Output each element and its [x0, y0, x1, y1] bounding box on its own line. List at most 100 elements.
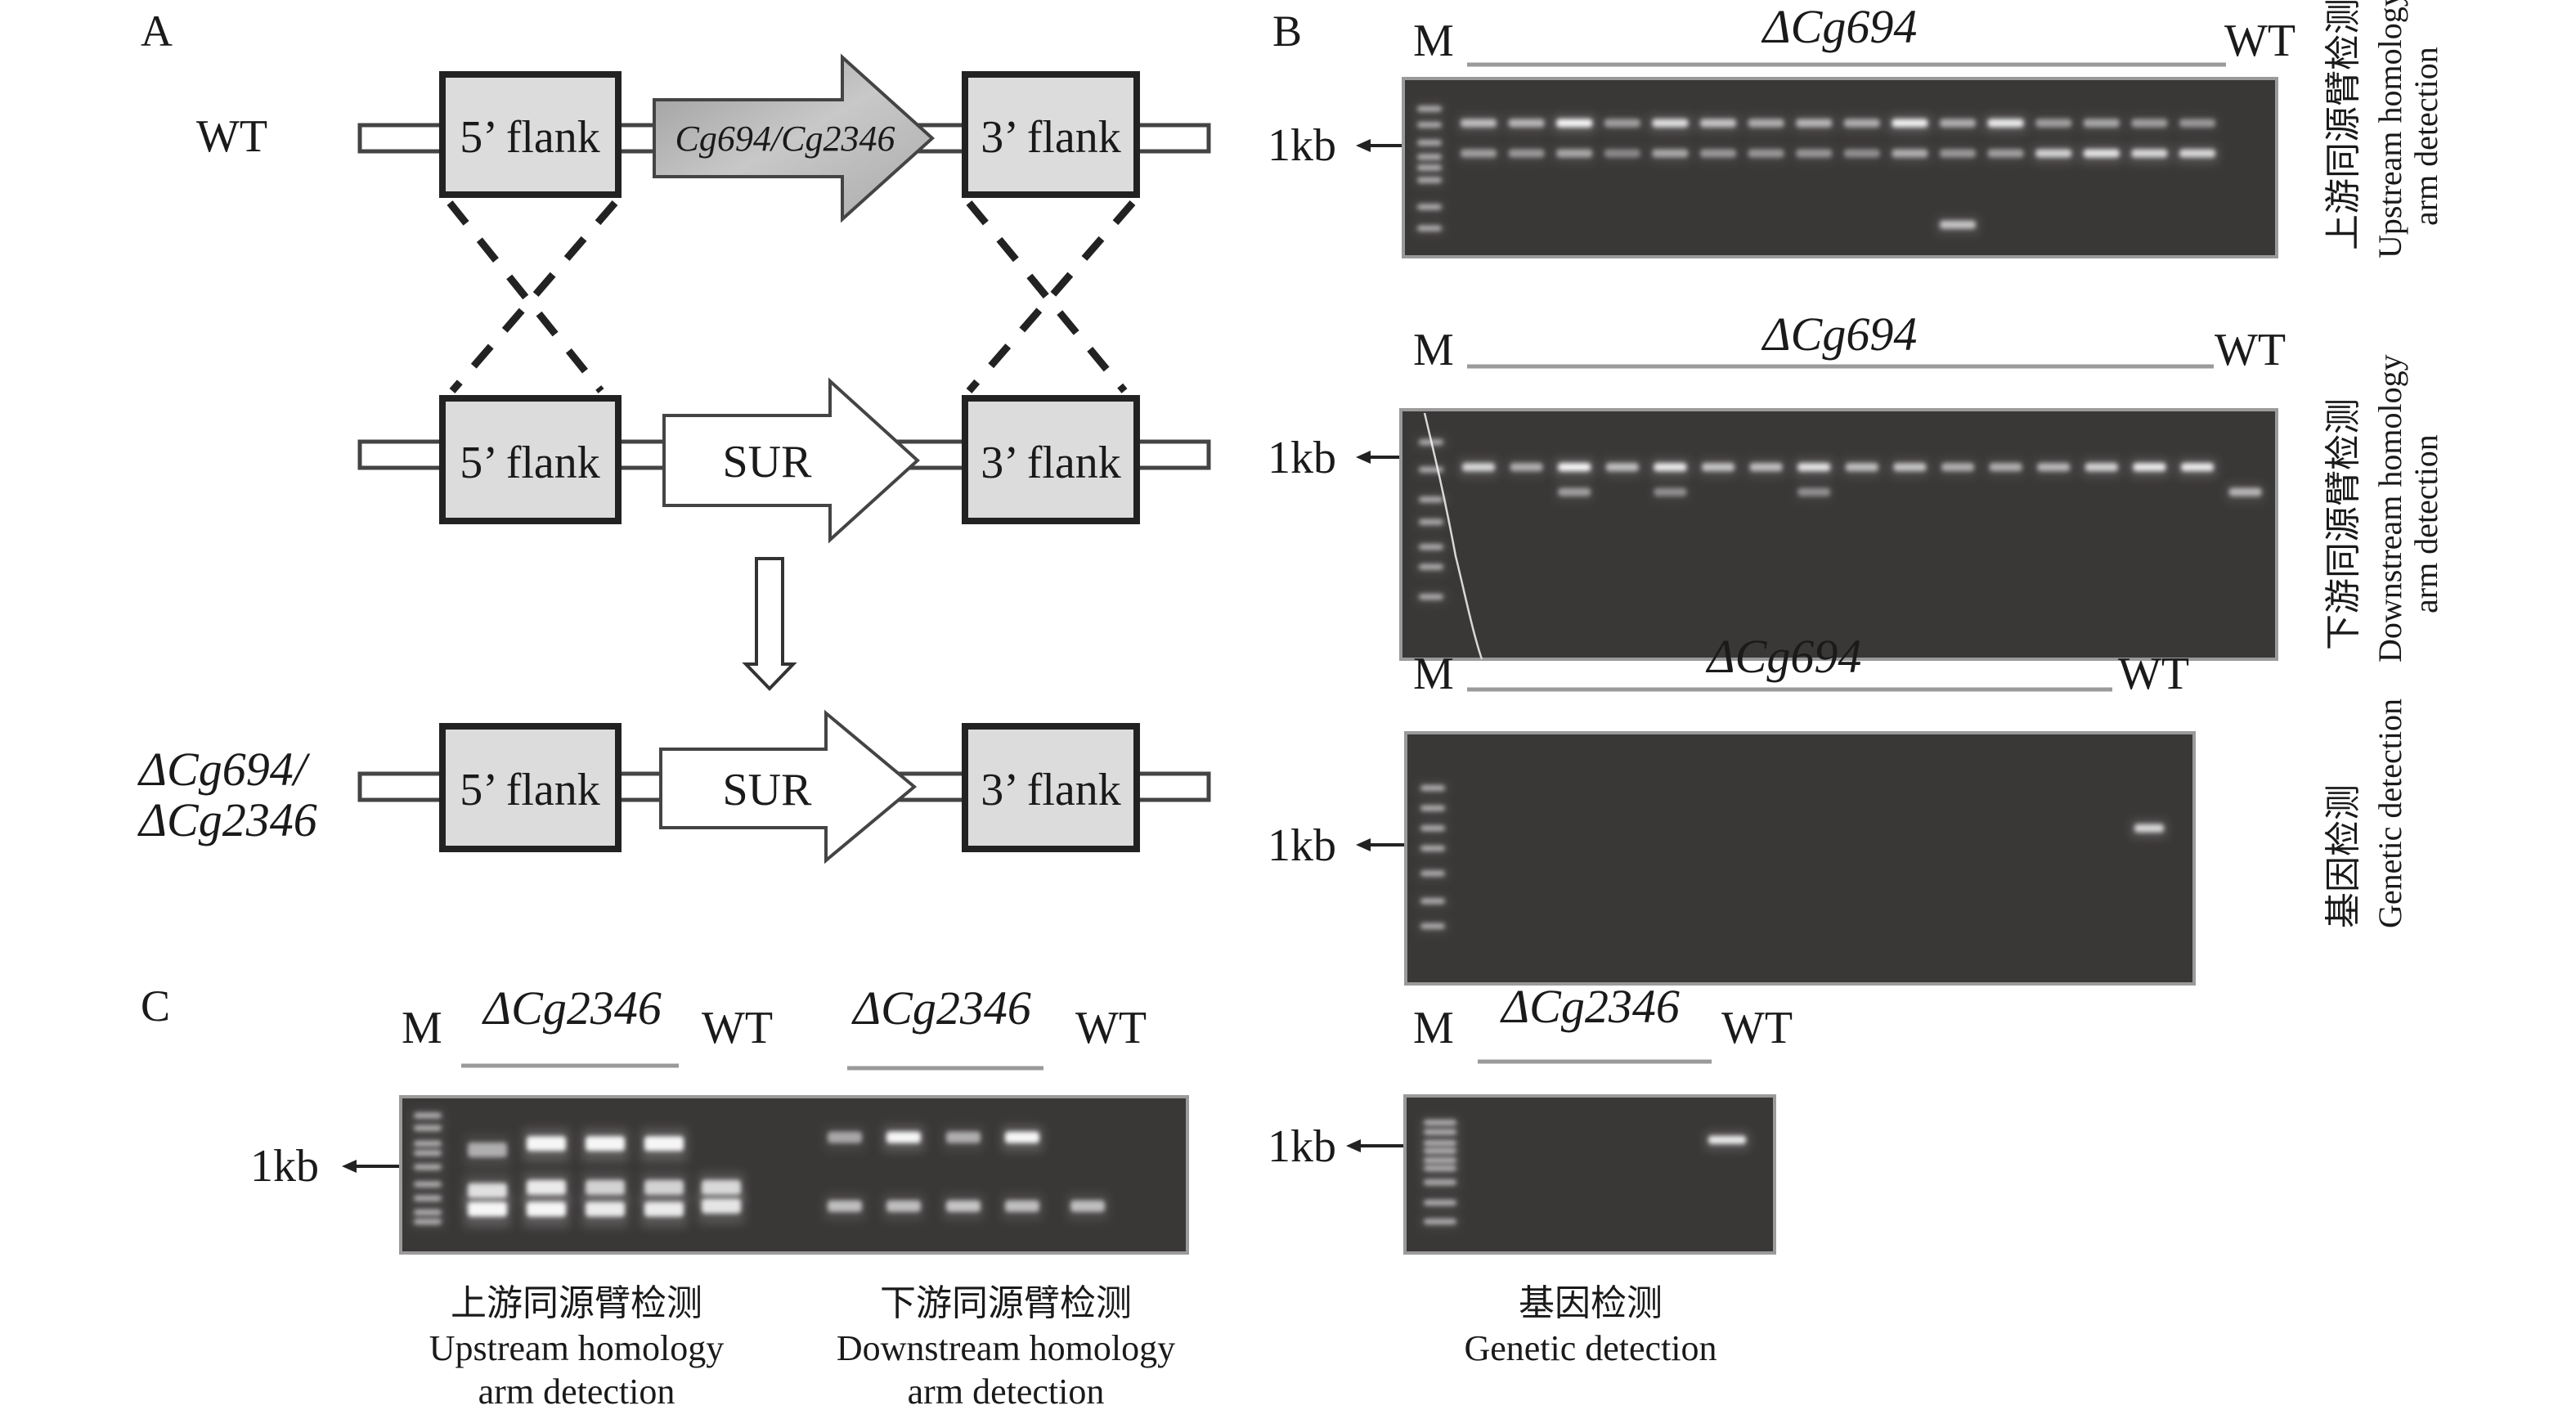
- caption-zh: 基因检测: [1519, 1282, 1663, 1324]
- marker-label: M: [1413, 1003, 1454, 1053]
- dna-band: [582, 1194, 628, 1228]
- ladder-band: [1417, 842, 1448, 855]
- downstream-wt-label: WT: [1075, 1003, 1147, 1053]
- dna-band: [641, 1194, 687, 1228]
- dna-band: [943, 1194, 984, 1220]
- dna-band: [1793, 145, 1836, 164]
- down-arrow-icon: [742, 557, 797, 691]
- sur-marker-label: SUR: [723, 437, 813, 487]
- dna-band: [1888, 145, 1932, 164]
- dna-band: [1600, 115, 1644, 133]
- gel-upstream-cg694: M ΔCg694 WT 1kb: [1268, 0, 2296, 258]
- caption-en-1: Genetic detection: [2372, 698, 2408, 928]
- dna-band: [2034, 459, 2074, 478]
- panel-letter-a: A: [141, 7, 173, 56]
- wt-5-flank-box: [439, 71, 622, 198]
- ladder-band: [1414, 162, 1445, 175]
- caption-en-2: arm detection: [2408, 47, 2444, 226]
- mutant-sur-label: SUR: [723, 765, 813, 815]
- strain-label: ΔCg2346: [1500, 980, 1680, 1033]
- downstream-strain-label: ΔCg2346: [851, 981, 1031, 1035]
- ladder-band: [1420, 1126, 1460, 1139]
- deletion-cassette: 5’ flank SUR 3’ flank: [357, 377, 1211, 544]
- strain-label: ΔCg694: [1761, 308, 1918, 361]
- dna-band: [1697, 145, 1739, 164]
- gel-image: [1403, 1094, 1776, 1255]
- dna-band: [1697, 115, 1739, 133]
- crossover-line-3-a: [966, 200, 1128, 393]
- dna-band: [698, 1191, 744, 1224]
- arrow-left-icon: [1356, 838, 1371, 851]
- ladder-band: [1420, 1162, 1460, 1175]
- dna-band: [1840, 145, 1883, 164]
- marker-label: M: [1413, 325, 1454, 375]
- dna-band: [943, 1125, 984, 1152]
- marker-ladder-lane: [1417, 782, 1448, 933]
- sample-lane: [1459, 459, 1498, 478]
- sample-lane: [1744, 115, 1788, 164]
- target-gene-arrow: [653, 53, 935, 223]
- caption-zh: 基因检测: [2322, 784, 2364, 928]
- marker-ladder-lane: [1416, 436, 1447, 604]
- panel-letter-b: B: [1272, 7, 1302, 56]
- dna-band: [1936, 145, 1979, 164]
- dna-band: [1936, 216, 1979, 235]
- wt-label: WT: [2215, 325, 2286, 375]
- gel-homology-arms-cg2346: M ΔCg2346 WT ΔCg2346 WT 1kb 上游同源臂检测 Upst…: [250, 981, 1189, 1410]
- gel-crack-artifact: [1423, 412, 1483, 660]
- ladder-band: [1416, 561, 1447, 574]
- arrow-left-icon: [1356, 451, 1371, 464]
- dna-band: [1649, 145, 1692, 164]
- dna-band: [824, 1125, 865, 1152]
- sample-lane: [2225, 483, 2265, 502]
- dna-band: [582, 1129, 628, 1161]
- wt-construct: WT 5’ flank Cg694/Cg2346 3’ flank: [196, 53, 1211, 223]
- dna-band: [1842, 459, 1882, 478]
- dna-band: [523, 1129, 569, 1161]
- dna-band: [1457, 145, 1500, 164]
- wt-3-flank-label: 3’ flank: [981, 112, 1121, 163]
- mutant-construct: ΔCg694/ ΔCg2346 5’ flank SUR 3’ flank: [137, 709, 1211, 864]
- dna-band: [1600, 145, 1644, 164]
- ladder-band: [1416, 516, 1447, 529]
- mutant-sur-arrow: [659, 709, 918, 864]
- dna-band: [1002, 1125, 1043, 1152]
- strain-label: ΔCg694: [1706, 630, 1862, 683]
- sample-lane: [2081, 459, 2121, 478]
- mutant-3-flank-label: 3’ flank: [981, 765, 1121, 815]
- upstream-caption-en-2: arm detection: [478, 1372, 675, 1410]
- dna-band: [1553, 145, 1596, 164]
- ladder-band: [411, 1147, 445, 1161]
- ladder-band: [1420, 1197, 1460, 1210]
- sample-lane: [1506, 459, 1546, 478]
- dna-band: [1840, 115, 1883, 133]
- ladder-band: [1414, 150, 1445, 164]
- upstream-caption-en-1: Upstream homology: [429, 1328, 725, 1368]
- dna-band: [1984, 145, 2027, 164]
- arrow-left-icon: [1346, 1139, 1361, 1152]
- ladder-band: [1417, 920, 1448, 933]
- vertical-caption-upstream: 上游同源臂检测 Upstream homology arm detection: [2322, 0, 2444, 258]
- arrow-left-icon: [342, 1160, 357, 1173]
- dna-band: [2032, 145, 2076, 164]
- caption-en: Genetic detection: [1464, 1328, 1717, 1368]
- wt-label: WT: [1721, 1003, 1793, 1053]
- dna-band: [641, 1129, 687, 1161]
- dna-band: [523, 1194, 569, 1228]
- sample-lane: [582, 1129, 628, 1228]
- sample-lane: [943, 1125, 984, 1220]
- dna-band: [1002, 1194, 1043, 1220]
- dna-band: [1555, 483, 1595, 502]
- caption-zh: 下游同源臂检测: [2322, 398, 2364, 650]
- panel-letter-c: C: [141, 981, 170, 1031]
- sample-lane: [883, 1125, 924, 1220]
- sample-lane: [1067, 1194, 1108, 1220]
- sample-lane: [1457, 115, 1500, 164]
- dna-band: [2128, 145, 2171, 164]
- sample-lane: [1697, 115, 1739, 164]
- size-label: 1kb: [1268, 433, 1336, 483]
- ladder-band: [411, 1192, 445, 1206]
- gel-image: [1402, 77, 2278, 258]
- sample-lane: [1002, 1125, 1043, 1220]
- sample-lane: [824, 1125, 865, 1220]
